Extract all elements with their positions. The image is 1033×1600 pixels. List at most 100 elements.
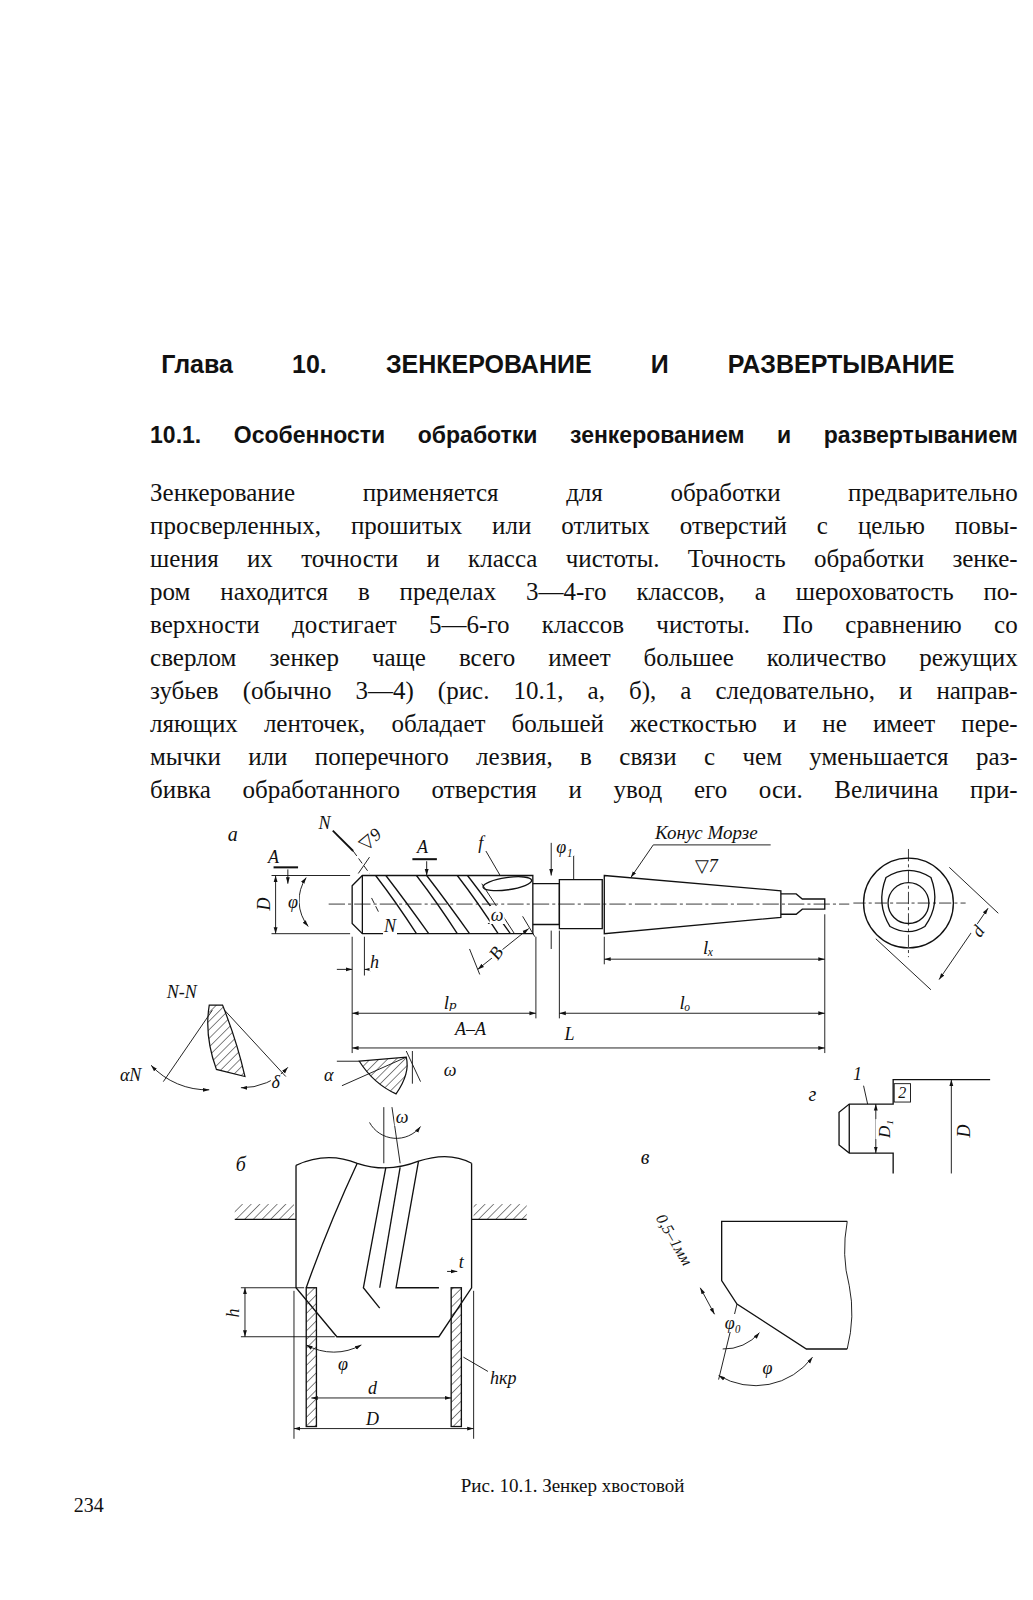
counterbore-in-hole (463, 1357, 487, 1371)
counterbore-in-hole (396, 1161, 439, 1288)
dimension-lines (482, 884, 515, 934)
chapter-title: Глава 10. ЗЕНКЕРОВАНИЕ И РАЗВЕРТЫВАНИЕ (161, 352, 954, 377)
body-text-line: верхности достигает 5—6-го классов чисто… (150, 611, 1018, 636)
tool-side-view (362, 876, 363, 934)
figure-label: ω (443, 1061, 458, 1079)
section-views (225, 1010, 286, 1076)
counterbore-in-hole (235, 1204, 294, 1219)
stepped-tool-detail (864, 1086, 868, 1104)
cutting-edge-detail (700, 1288, 714, 1315)
counterbore-in-hole (363, 1167, 385, 1308)
dimension-lines (352, 937, 353, 1053)
stepped-tool-detail (839, 1080, 990, 1174)
body-text-line: просверленных, прошитых или отлитых отве… (150, 512, 1018, 537)
counterbore-in-hole (235, 1219, 296, 1220)
tool-side-view (457, 876, 498, 934)
dimension-lines (523, 916, 535, 936)
dimension-lines (352, 1047, 825, 1048)
figure-label: φ (287, 893, 299, 911)
counterbore-in-hole (235, 1157, 527, 1439)
body-text-line: шения их точности и класса чистоты. Точн… (150, 545, 1018, 570)
stepped-tool-detail (839, 1080, 990, 1174)
dimension-lines (272, 933, 351, 934)
stepped-tool-detail (849, 1104, 850, 1153)
tool-side-view (533, 884, 560, 925)
counterbore-in-hole (241, 1287, 304, 1288)
figure-label: L (564, 1025, 576, 1043)
dimension-lines (604, 937, 605, 965)
figure-label: αN (119, 1066, 142, 1084)
body-text-line: мычки или поперечного лезвия, в связи с … (150, 743, 1018, 768)
dimension-lines (604, 959, 824, 960)
figure-label: α (323, 1066, 334, 1084)
counterbore-in-hole (447, 1271, 457, 1272)
counterbore-in-hole (474, 1204, 527, 1219)
dimension-lines (372, 898, 380, 914)
body-text-line: бивка обработанного отверстия и увод его… (150, 776, 1018, 801)
figure-label: δ (270, 1073, 280, 1091)
cutting-edge-detail (700, 1221, 852, 1385)
dimension-lines (426, 861, 427, 875)
tool-side-view (468, 876, 511, 934)
counterbore-in-hole (473, 1291, 474, 1439)
dimension-lines (478, 929, 529, 970)
dimension-lines (352, 1013, 536, 1014)
figure-label: lₒ (679, 993, 692, 1012)
tool-side-view (604, 876, 781, 934)
tool-side-view (781, 894, 825, 914)
counterbore-in-hole (294, 1428, 474, 1429)
dimension-lines (272, 875, 351, 876)
counterbore-in-hole (244, 1288, 245, 1337)
tool-end-view (876, 939, 931, 990)
figure-label: ▽7 (694, 857, 719, 875)
figure-label: A (416, 838, 429, 856)
dimension-lines (299, 878, 308, 927)
figure-label: φ₀ (724, 1314, 742, 1332)
dimension-lines (412, 858, 436, 860)
tool-end-view (853, 903, 965, 904)
stepped-tool-detail (951, 1080, 952, 1174)
tool-end-view (853, 849, 998, 990)
counterbore-in-hole (380, 1167, 400, 1287)
dimension-lines (824, 914, 825, 1053)
dimension-lines (287, 869, 288, 883)
dimension-lines (551, 931, 552, 949)
body-text-line: ром находится в пределах 3—4-го классов,… (150, 578, 1018, 603)
tool-side-view (559, 880, 602, 929)
counterbore-in-hole (296, 1157, 472, 1168)
figure-label: Конус Морзе (654, 822, 759, 841)
counterbore-in-hole (311, 1397, 451, 1398)
body-text-line: зубьев (обычно 3—4) (рис. 10.1, а, б), а… (150, 677, 1018, 702)
dimension-lines (535, 937, 536, 1019)
section-views (412, 1051, 413, 1084)
figure-label: г (808, 1084, 818, 1104)
cutting-edge-detail (719, 1357, 813, 1386)
figure-label: D₁ (875, 1119, 892, 1139)
section-views (151, 1005, 420, 1163)
section-views (337, 1061, 359, 1062)
figure-label: d (367, 1379, 378, 1397)
counterbore-in-hole (296, 1163, 472, 1336)
dimension-lines (358, 857, 369, 873)
section-views (208, 1005, 245, 1076)
section-views (163, 1010, 212, 1081)
dimension-lines (559, 931, 560, 1019)
figure-label: 0,5–1мм (652, 1211, 695, 1270)
figure-label: D (255, 897, 273, 912)
figure-label: а (227, 824, 239, 844)
dimension-lines (573, 855, 574, 879)
figure-label: d (967, 921, 988, 940)
figure-label: φ₁ (555, 838, 573, 856)
section-heading: 10.1. Особенности обработки зенкерование… (150, 423, 1018, 446)
page-number: 234 (74, 1495, 104, 1515)
figure-label: в (640, 1147, 651, 1167)
figure-label: 2 (897, 1085, 907, 1101)
figure-label: φ (337, 1355, 349, 1373)
counterbore-in-hole (451, 1288, 461, 1427)
counterbore-in-hole (472, 1219, 527, 1220)
figure-label: D (955, 1123, 973, 1138)
tool-side-view (329, 874, 850, 933)
section-views (359, 1057, 407, 1094)
figure-label: hкр (489, 1369, 517, 1387)
